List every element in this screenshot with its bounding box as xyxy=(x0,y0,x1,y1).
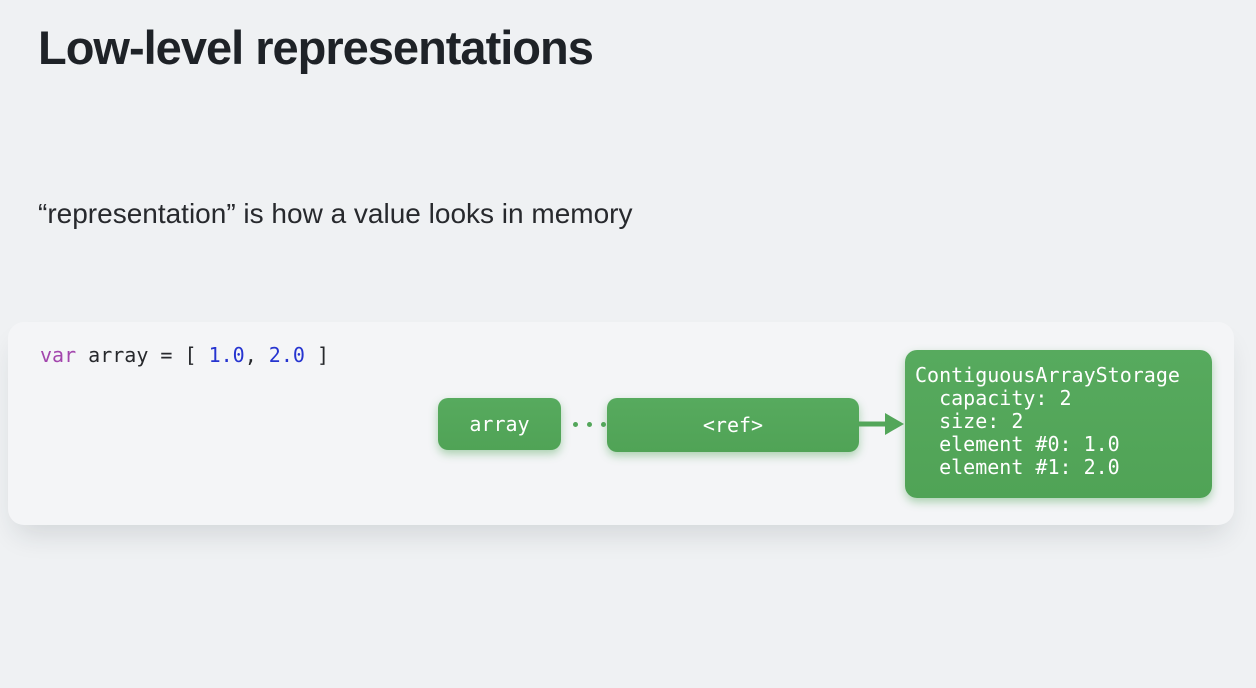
diagram-card: var array = [ 1.0, 2.0 ] array <ref> Con… xyxy=(8,322,1234,525)
page-title: Low-level representations xyxy=(38,21,594,74)
code-keyword: var xyxy=(40,343,77,367)
storage-capacity: capacity: 2 xyxy=(915,386,1072,410)
storage-element-1: element #1: 2.0 xyxy=(915,455,1120,479)
dot-icon xyxy=(572,421,578,427)
code-number-2: 2.0 xyxy=(268,343,305,367)
code-number-1: 1.0 xyxy=(208,343,245,367)
storage-size: size: 2 xyxy=(915,409,1024,433)
storage-title: ContiguousArrayStorage xyxy=(915,363,1180,387)
pointer-arrow-icon xyxy=(858,413,904,435)
storage-element-0: element #0: 1.0 xyxy=(915,432,1120,456)
dot-icon xyxy=(600,421,606,427)
ref-label: <ref> xyxy=(702,413,764,437)
code-separator: , xyxy=(244,343,269,367)
array-variable-box: array xyxy=(438,398,561,450)
contiguous-array-storage-box: ContiguousArrayStorage capacity: 2 size:… xyxy=(905,350,1212,498)
code-close-bracket: ] xyxy=(304,343,330,367)
code-snippet: var array = [ 1.0, 2.0 ] xyxy=(40,343,329,367)
code-text: array = [ xyxy=(76,343,209,367)
ref-box: <ref> xyxy=(607,398,859,452)
array-variable-label: array xyxy=(469,412,530,436)
ellipsis-dots-icon xyxy=(566,421,612,427)
dot-icon xyxy=(586,421,592,427)
subtitle: “representation” is how a value looks in… xyxy=(38,198,633,229)
